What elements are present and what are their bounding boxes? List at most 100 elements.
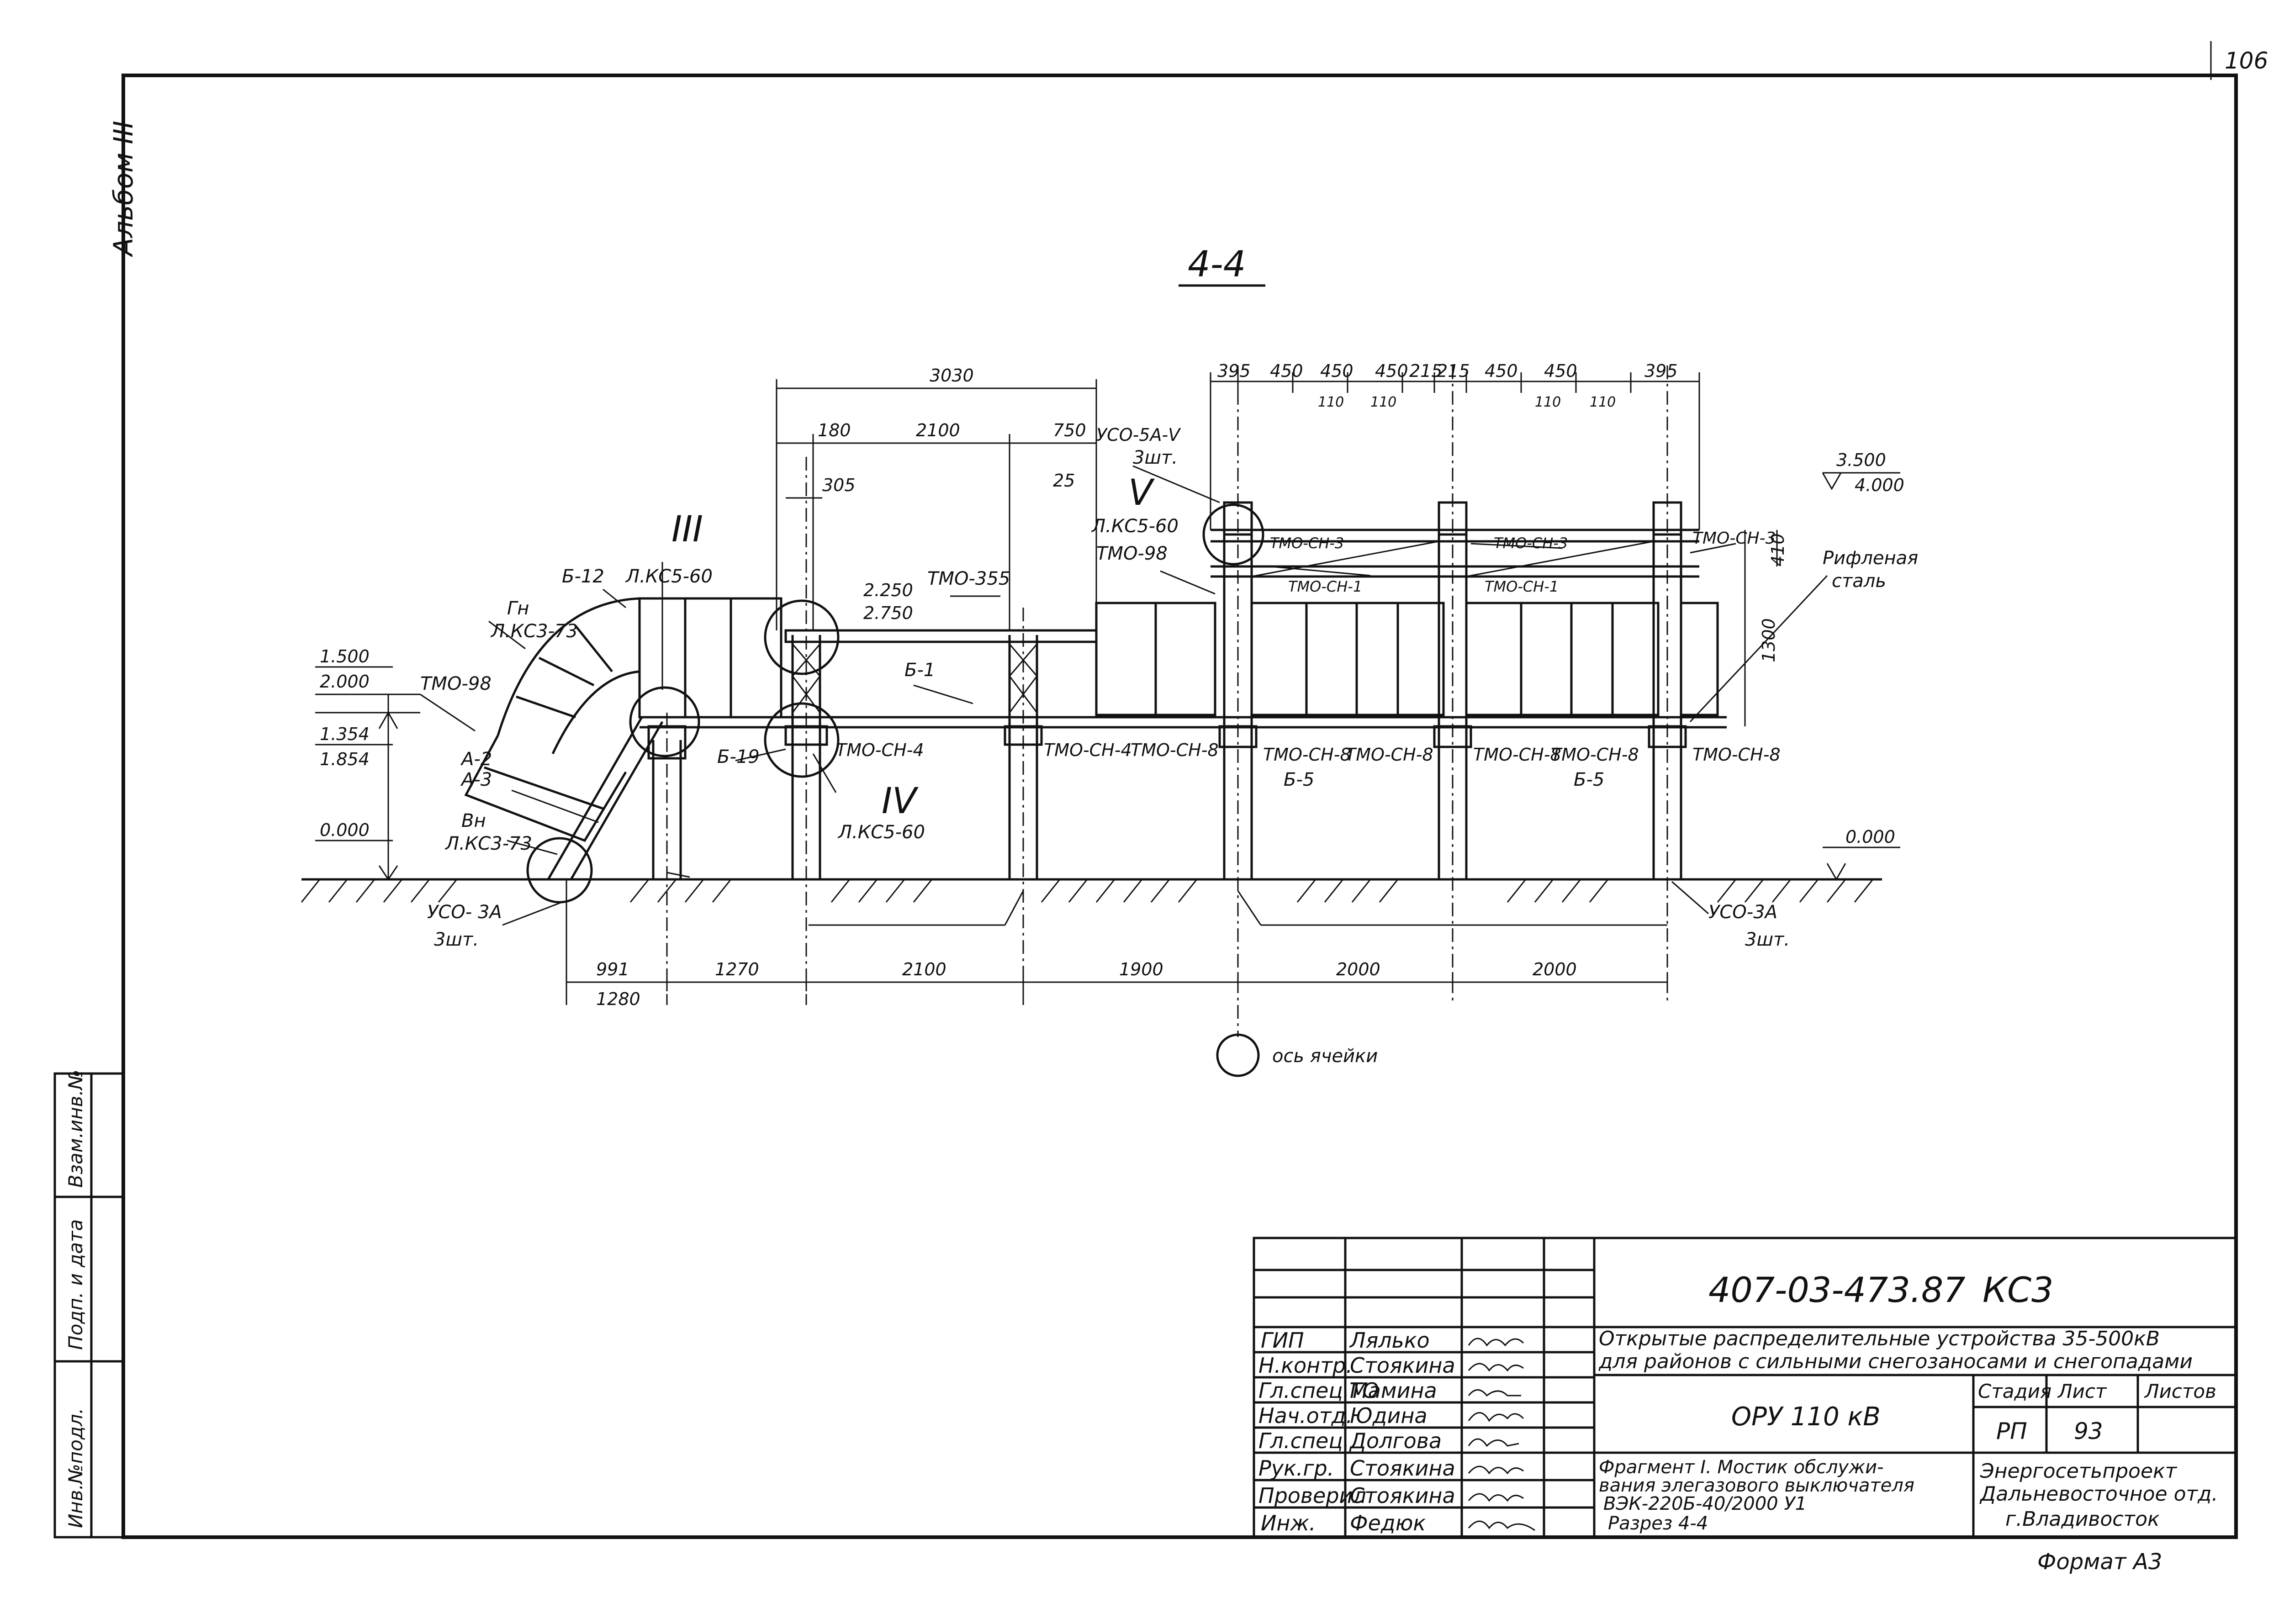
inclined-ladder bbox=[547, 716, 664, 880]
sig-name-1: Стоякина bbox=[1350, 1353, 1455, 1378]
dim-25: 25 bbox=[1053, 471, 1075, 491]
org-2: Дальневосточное отд. bbox=[1979, 1482, 2218, 1506]
label-roman-V: V bbox=[1128, 472, 1155, 513]
platform-beams bbox=[640, 529, 1727, 729]
stamp-vzam-inv: Взам.инв.№ bbox=[64, 1070, 87, 1188]
level-2250: 2.250 bbox=[863, 580, 913, 600]
dim-395-b: 395 bbox=[1644, 361, 1678, 381]
dim-2000-a: 2000 bbox=[1336, 959, 1380, 979]
level-2750: 2.750 bbox=[863, 603, 913, 623]
label-tmo98-left: ТМО-98 bbox=[420, 673, 492, 694]
label-riflenaya: Рифленая bbox=[1823, 548, 1918, 569]
title-block-grid bbox=[1253, 1237, 2237, 1539]
sig-role-6: Проверил bbox=[1258, 1483, 1366, 1508]
sig-name-3: Юдина bbox=[1350, 1403, 1428, 1428]
sig-name-4: Долгова bbox=[1349, 1428, 1442, 1453]
sig-name-2: Мамина bbox=[1350, 1378, 1437, 1403]
label-3sht-right: 3шт. bbox=[1745, 929, 1790, 950]
label-tmoch8-a: ТМО-СН-8 bbox=[1131, 740, 1219, 760]
paper-format: Формат А3 bbox=[2037, 1549, 2162, 1575]
dim-2100-top: 2100 bbox=[916, 420, 960, 440]
stage-header: Стадия bbox=[1978, 1380, 2051, 1402]
stamp-inv-podl: Инв.№подл. bbox=[64, 1408, 87, 1528]
curved-duct bbox=[464, 597, 640, 842]
sig-role-1: Н.контр. bbox=[1258, 1353, 1353, 1378]
level-2000: 2.000 bbox=[320, 672, 370, 692]
label-tmoch1-b: ТМО-СН-1 bbox=[1485, 578, 1559, 595]
sheet-header: Лист bbox=[2057, 1380, 2107, 1402]
dimension-lines-top bbox=[776, 372, 1778, 726]
label-tmoch8-e: ТМО-СН-8 bbox=[1551, 745, 1639, 765]
doc-code: 407-03-473.87 bbox=[1708, 1270, 1966, 1310]
stamp-podp-data: Подп. и дата bbox=[64, 1219, 87, 1350]
level-0000-right: 0.000 bbox=[1845, 827, 1895, 847]
detail-callouts bbox=[526, 503, 1264, 904]
page-number: 106 bbox=[2225, 48, 2268, 74]
dim-750: 750 bbox=[1053, 420, 1086, 440]
dim-180: 180 bbox=[818, 420, 851, 440]
sig-name-6: Стоякина bbox=[1350, 1483, 1455, 1508]
label-tmoch8-b: ТМО-СН-8 bbox=[1263, 745, 1351, 765]
level-1500: 1.500 bbox=[320, 646, 370, 667]
sheet-value: 93 bbox=[2074, 1418, 2103, 1444]
label-uso3a-right: УСО-3А bbox=[1708, 902, 1777, 923]
doc-mark: КС3 bbox=[1983, 1270, 2053, 1310]
dim-2100-bottom: 2100 bbox=[902, 959, 946, 979]
dim-450-e: 450 bbox=[1544, 361, 1577, 381]
ground-hatch bbox=[301, 879, 1874, 903]
label-b12: Б-12 bbox=[562, 566, 604, 587]
label-3sht-left: 3шт. bbox=[434, 929, 479, 950]
label-roman-III: III bbox=[671, 509, 703, 550]
level-1354: 1.354 bbox=[320, 724, 370, 744]
dim-450-c: 450 bbox=[1375, 361, 1408, 381]
label-stal: сталь bbox=[1832, 571, 1886, 592]
axis-label: ось ячейки bbox=[1272, 1046, 1378, 1067]
dimension-lines-bottom bbox=[566, 879, 1668, 1005]
dim-450-a: 450 bbox=[1270, 361, 1303, 381]
label-vn: Вн bbox=[461, 810, 486, 831]
sig-role-4: Гл.спец. bbox=[1258, 1428, 1349, 1453]
leader-lines bbox=[420, 465, 1828, 926]
label-tmoch4-a: ТМО-СН-4 bbox=[836, 740, 924, 760]
dim-215-b: 215 bbox=[1437, 361, 1470, 381]
dim-110-d: 110 bbox=[1590, 394, 1616, 410]
label-3sht-mid: 3шт. bbox=[1133, 447, 1178, 468]
label-uso5a: УСО-5А-V bbox=[1096, 425, 1181, 445]
bolt-nodes bbox=[647, 501, 1687, 760]
label-tmoch3-c: ТМО-СН-3 bbox=[1692, 529, 1776, 548]
object-name: ОРУ 110 кВ bbox=[1731, 1402, 1881, 1432]
drawing-frame bbox=[122, 74, 2238, 1539]
sig-role-3: Нач.отд. bbox=[1258, 1403, 1353, 1428]
dim-110-a: 110 bbox=[1318, 394, 1344, 410]
sig-name-7: Федюк bbox=[1350, 1511, 1426, 1535]
dim-1270: 1270 bbox=[715, 959, 759, 979]
org-3: г.Владивосток bbox=[2005, 1508, 2160, 1531]
dim-450-b: 450 bbox=[1320, 361, 1353, 381]
label-b19: Б-19 bbox=[717, 746, 760, 767]
label-lks560-c: Л.КС5-60 bbox=[1091, 516, 1179, 537]
dim-110-b: 110 bbox=[1370, 394, 1396, 410]
dim-305: 305 bbox=[822, 475, 856, 495]
label-tmoch8-c: ТМО-СН-8 bbox=[1345, 745, 1433, 765]
signature-rows: ГИП Лялько Н.контр. Стоякина Гл.спец.ТО … bbox=[1258, 1328, 1455, 1535]
sig-role-5: Рук.гр. bbox=[1258, 1456, 1334, 1481]
axis-marker-circle bbox=[1216, 1033, 1260, 1077]
dim-110-c: 110 bbox=[1535, 394, 1561, 410]
signature-scribbles bbox=[1468, 1338, 1535, 1531]
project-title-1: Открытые распределительные устройства 35… bbox=[1599, 1327, 2160, 1350]
label-lks373-bottom: Л.КС3-73 bbox=[444, 833, 532, 854]
org-1: Энергосетьпроект bbox=[1980, 1460, 2178, 1483]
label-tmoch8-d: ТМО-СН-8 bbox=[1473, 745, 1561, 765]
side-stamp bbox=[53, 1072, 125, 1539]
level-0000-left: 0.000 bbox=[320, 820, 370, 840]
dim-450-d: 450 bbox=[1485, 361, 1518, 381]
level-1854: 1.854 bbox=[320, 749, 370, 769]
label-tmoch1-a: ТМО-СН-1 bbox=[1288, 578, 1362, 595]
dim-215-a: 215 bbox=[1409, 361, 1443, 381]
dim-1900: 1900 bbox=[1119, 959, 1163, 979]
dim-991: 991 bbox=[596, 959, 629, 979]
dim-2000-b: 2000 bbox=[1533, 959, 1577, 979]
label-tmoch8-f: ТМО-СН-8 bbox=[1692, 745, 1781, 765]
drawing-title-4: Разрез 4-4 bbox=[1608, 1513, 1708, 1534]
